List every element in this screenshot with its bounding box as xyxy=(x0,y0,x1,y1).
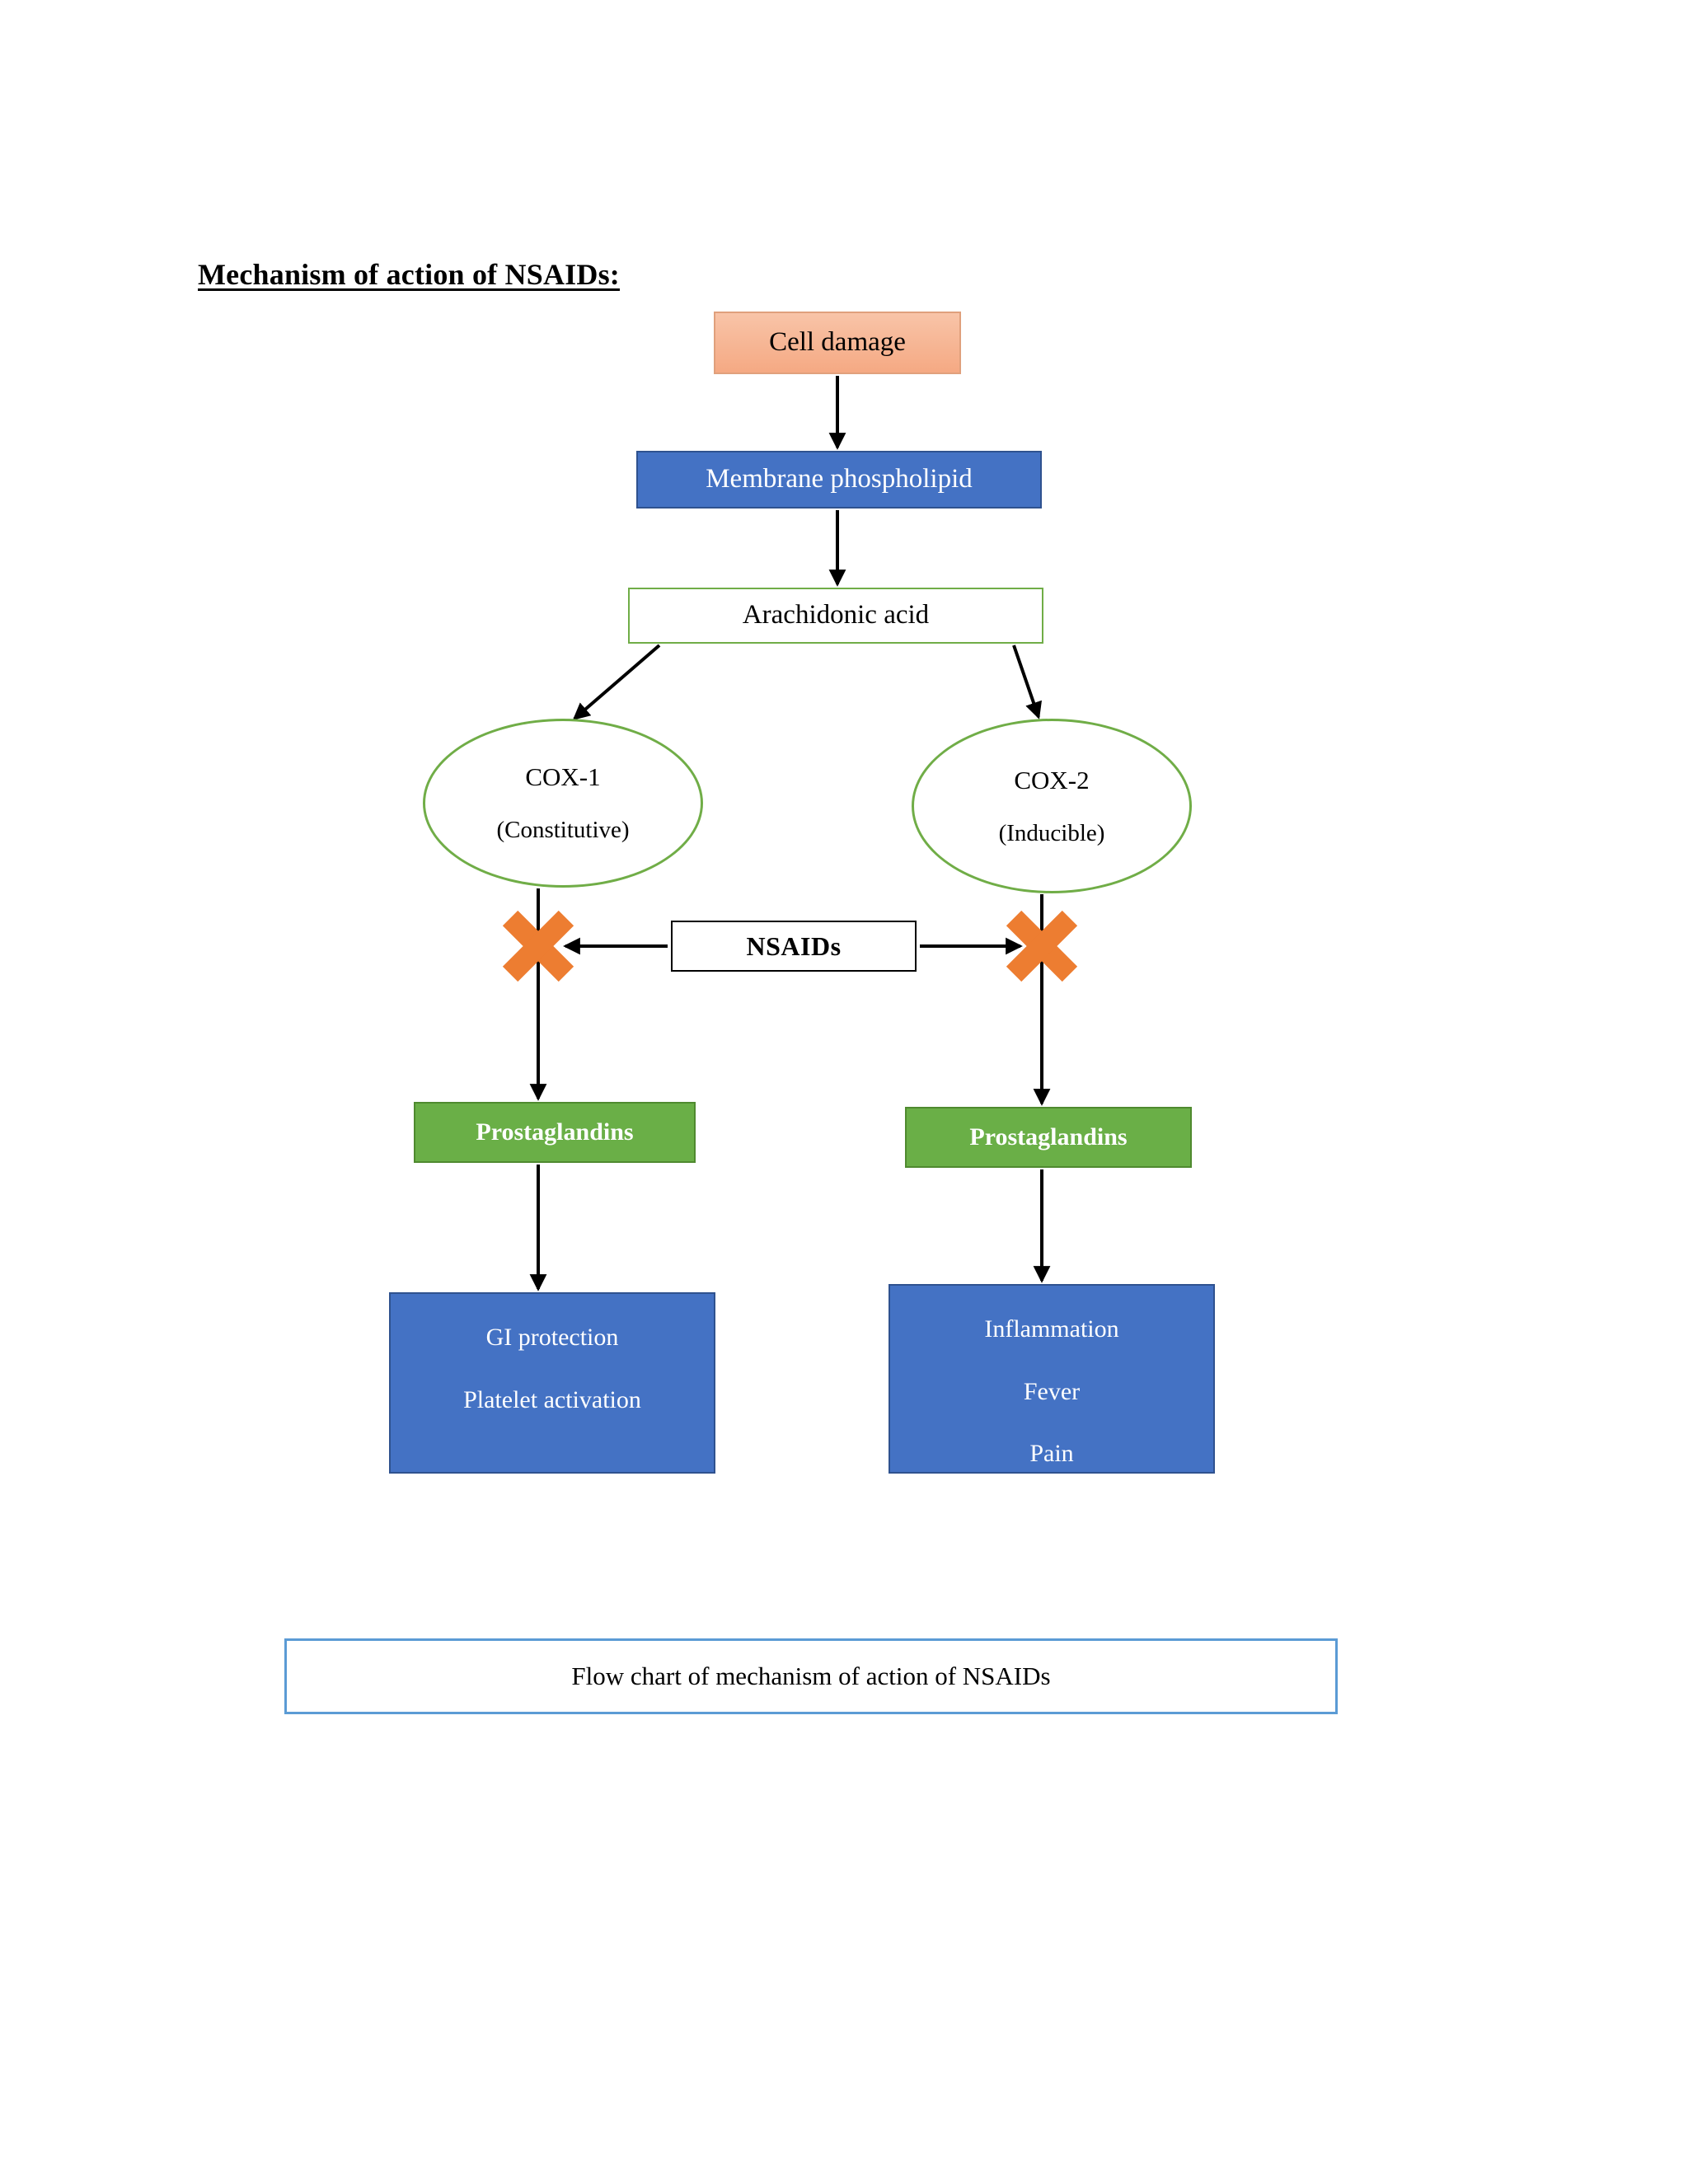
node-gi-outcomes-line2: Platelet activation xyxy=(463,1385,641,1413)
node-prostaglandins-left: Prostaglandins xyxy=(414,1102,696,1163)
node-gi-outcomes-line1: GI protection xyxy=(485,1324,619,1351)
node-nsaids-label: NSAIDs xyxy=(746,931,842,961)
node-cox2-title: COX-2 xyxy=(1014,765,1090,794)
blocked-cox1-x-icon xyxy=(500,908,576,984)
node-cell-damage-label: Cell damage xyxy=(769,327,906,358)
node-inflammation-outcomes-line1: Inflammation xyxy=(984,1315,1119,1343)
node-cox2: COX-2 (Inducible) xyxy=(912,719,1192,893)
node-cox1: COX-1 (Constitutive) xyxy=(423,719,703,888)
node-prostaglandins-right: Prostaglandins xyxy=(905,1107,1192,1168)
node-membrane-phospholipid-label: Membrane phospholipid xyxy=(706,464,973,494)
node-cox1-title: COX-1 xyxy=(525,762,601,791)
node-cox1-subtitle: (Constitutive) xyxy=(496,817,630,843)
figure-caption-text: Flow chart of mechanism of action of NSA… xyxy=(571,1661,1051,1690)
node-arachidonic-acid-label: Arachidonic acid xyxy=(742,600,930,630)
node-prostaglandins-left-label: Prostaglandins xyxy=(476,1118,634,1146)
node-gi-outcomes: GI protection Platelet activation xyxy=(389,1292,715,1474)
node-inflammation-outcomes: Inflammation Fever Pain xyxy=(889,1284,1215,1474)
node-inflammation-outcomes-line2: Fever xyxy=(1023,1377,1081,1405)
node-cox2-subtitle: (Inducible) xyxy=(998,819,1105,846)
node-prostaglandins-right-label: Prostaglandins xyxy=(969,1123,1128,1151)
node-arachidonic-acid: Arachidonic acid xyxy=(628,588,1043,644)
node-nsaids: NSAIDs xyxy=(671,921,917,972)
page-title: Mechanism of action of NSAIDs: xyxy=(198,258,620,291)
node-inflammation-outcomes-line3: Pain xyxy=(1029,1440,1074,1467)
node-membrane-phospholipid: Membrane phospholipid xyxy=(636,451,1042,509)
blocked-cox2-x-icon xyxy=(1004,908,1080,984)
node-cell-damage: Cell damage xyxy=(714,312,961,374)
figure-caption: Flow chart of mechanism of action of NSA… xyxy=(284,1638,1338,1714)
